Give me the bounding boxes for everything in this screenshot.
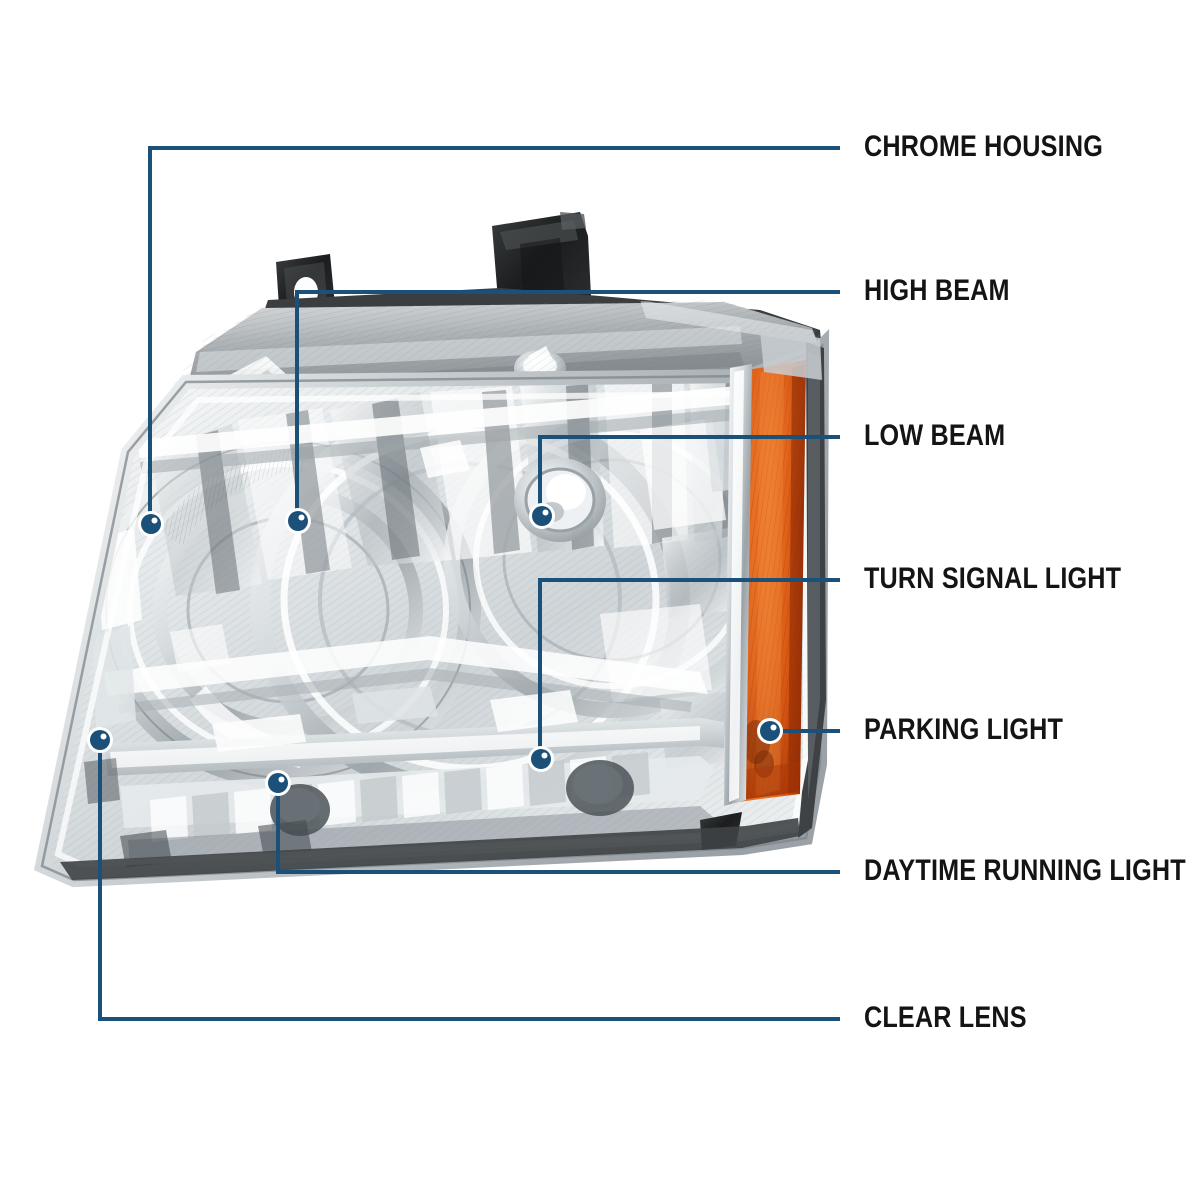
label-low-beam: LOW BEAM — [864, 419, 1006, 452]
low-beam-bulb — [514, 458, 606, 542]
lower-bezel-shadow — [60, 818, 800, 880]
callout-leaders — [98, 146, 838, 1021]
marker-dot-high-beam[interactable] — [285, 508, 311, 534]
marker-dot-chrome-housing[interactable] — [138, 511, 164, 537]
leader-daytime-running-light — [276, 784, 838, 874]
callout-dashes — [790, 146, 840, 1021]
leader-clear-lens — [98, 741, 838, 1021]
leader-low-beam — [538, 435, 838, 516]
marker-dot-daytime-running-light[interactable] — [265, 770, 291, 796]
label-turn-signal-light: TURN SIGNAL LIGHT — [864, 562, 1122, 595]
marker-dot-low-beam[interactable] — [529, 503, 555, 529]
label-daytime-running-light: DAYTIME RUNNING LIGHT — [864, 854, 1186, 887]
clear-lens-body — [33, 320, 830, 888]
lens-top-chrome-bar — [136, 384, 762, 458]
label-parking-light: PARKING LIGHT — [864, 713, 1064, 746]
label-chrome-housing: CHROME HOUSING — [864, 130, 1103, 163]
headlight-assembly — [33, 212, 830, 888]
callout-dots — [87, 503, 783, 796]
lens-chrome-sweep — [104, 636, 708, 696]
leader-turn-signal-light — [538, 578, 838, 758]
label-high-beam: HIGH BEAM — [864, 274, 1010, 307]
marker-dot-turn-signal-light[interactable] — [528, 746, 554, 772]
leader-chrome-housing — [148, 146, 838, 524]
marker-dot-parking-light[interactable] — [757, 718, 783, 744]
right-outer-frame — [760, 330, 826, 838]
marker-dot-clear-lens[interactable] — [87, 727, 113, 753]
leader-high-beam — [295, 290, 838, 521]
label-clear-lens: CLEAR LENS — [864, 1001, 1027, 1034]
